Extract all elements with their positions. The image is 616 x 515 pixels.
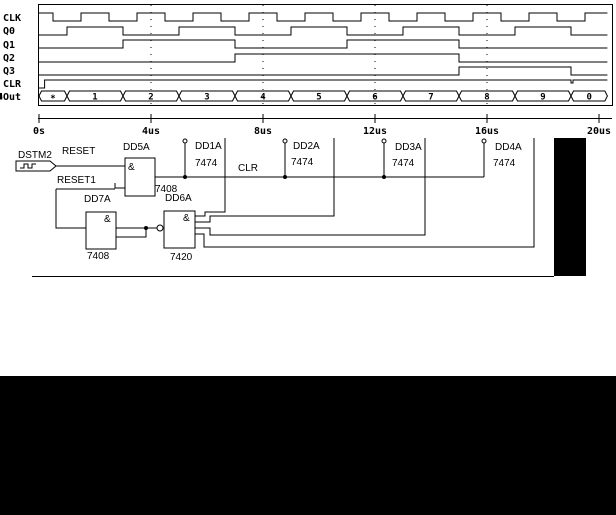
waveform-clr: [39, 79, 608, 89]
gate-dd7a[interactable]: [85, 211, 117, 250]
waveform-q2: [39, 53, 608, 63]
signal-label-clr: CLR: [3, 79, 22, 90]
gate-dd5a-symbol: &: [128, 162, 135, 173]
junctions: [144, 175, 386, 230]
timing-frame: [38, 4, 613, 106]
axis-ticks: [38, 114, 600, 123]
bus-value-label: 8: [484, 93, 489, 103]
stimulus-source-dstm2[interactable]: [15, 160, 57, 172]
bus-value-label: 1: [92, 93, 97, 103]
bus-value-label: 5: [316, 93, 321, 103]
label-dd1a: DD1A: [195, 141, 222, 152]
bus-value-label: 6: [372, 93, 377, 103]
time-label-8us: 8us: [254, 126, 272, 137]
label-reset: RESET: [62, 146, 95, 157]
bus-value-label: 4: [0, 93, 3, 103]
bus-value-label: 3: [0, 93, 3, 103]
label-dd6a: DD6A: [165, 193, 192, 204]
bus-value-label: 8: [0, 93, 3, 103]
time-label-16us: 16us: [475, 126, 499, 137]
waveform-q3: [39, 66, 608, 76]
label-dd7a-part: 7408: [87, 251, 110, 262]
signal-label-q1: Q1: [3, 40, 15, 51]
signal-label-q0: Q0: [3, 26, 15, 37]
waveform-q0: [39, 26, 608, 36]
bus-value-label: 3: [204, 93, 209, 103]
bus-value-label: 2: [148, 93, 153, 103]
label-dd2a-part: 7474: [291, 157, 314, 168]
label-dd4a: DD4A: [495, 142, 522, 153]
bus-value-label: 2: [0, 93, 3, 103]
signal-label-q2: Q2: [3, 53, 15, 64]
label-dd3a-part: 7474: [392, 158, 415, 169]
signal-label-q3: Q3: [3, 66, 15, 77]
gate-dd5a[interactable]: [124, 157, 156, 197]
label-dd1a-part: 7474: [195, 158, 218, 169]
label-dd5a-part: 7408: [155, 184, 178, 195]
bus-value-label: 7: [428, 93, 433, 103]
signal-label-out: Out: [3, 92, 21, 103]
signal-label-clk: CLK: [3, 13, 21, 24]
bus-value-label: ∗: [50, 93, 55, 103]
bus-segment: [570, 90, 608, 102]
waveform-clk: [39, 12, 608, 22]
bus-value-label: 7: [0, 93, 3, 103]
bus-value-label: 1: [0, 93, 3, 103]
label-dd2a: DD2A: [293, 141, 320, 152]
time-label-12us: 12us: [363, 126, 387, 137]
inverter-bubble: [156, 224, 164, 232]
timing-diagram: CLK Q0 Q1 Q2 Q3 CLR Out ∗123456789012345…: [0, 4, 613, 137]
waveform-q1: [39, 39, 608, 49]
bottom-black-region: [0, 376, 616, 515]
bus-value-label: 9: [0, 93, 3, 103]
label-clr-net: CLR: [238, 163, 258, 174]
gate-dd7a-symbol: &: [104, 214, 111, 225]
bus-out: ∗12345678901234567890: [0, 90, 608, 103]
label-dd3a: DD3A: [395, 142, 422, 153]
time-label-0: 0s: [33, 126, 45, 137]
label-dd7a: DD7A: [84, 194, 111, 205]
label-dstm2: DSTM2: [18, 150, 52, 161]
schematic: DSTM2 RESET RESET1 & DD5A 7408 & DD7A 74…: [15, 138, 586, 277]
label-dd4a-part: 7474: [493, 158, 516, 169]
gate-dd6a-symbol: &: [183, 213, 190, 224]
label-dd6a-part: 7420: [170, 252, 193, 263]
bus-value-label: 0: [0, 93, 3, 103]
bus-value-label: 0: [586, 93, 591, 103]
bus-value-label: 4: [260, 93, 266, 103]
bus-value-label: 9: [540, 93, 545, 103]
bus-value-label: 5: [0, 93, 3, 103]
time-label-20us: 20us: [587, 126, 611, 137]
wires: [55, 138, 535, 248]
label-dd5a: DD5A: [123, 142, 150, 153]
bus-value-label: 6: [0, 93, 3, 103]
time-label-4us: 4us: [142, 126, 160, 137]
side-panel: [554, 138, 586, 276]
gate-dd6a[interactable]: [163, 210, 196, 249]
time-grid: [150, 5, 488, 105]
label-reset1: RESET1: [57, 175, 96, 186]
